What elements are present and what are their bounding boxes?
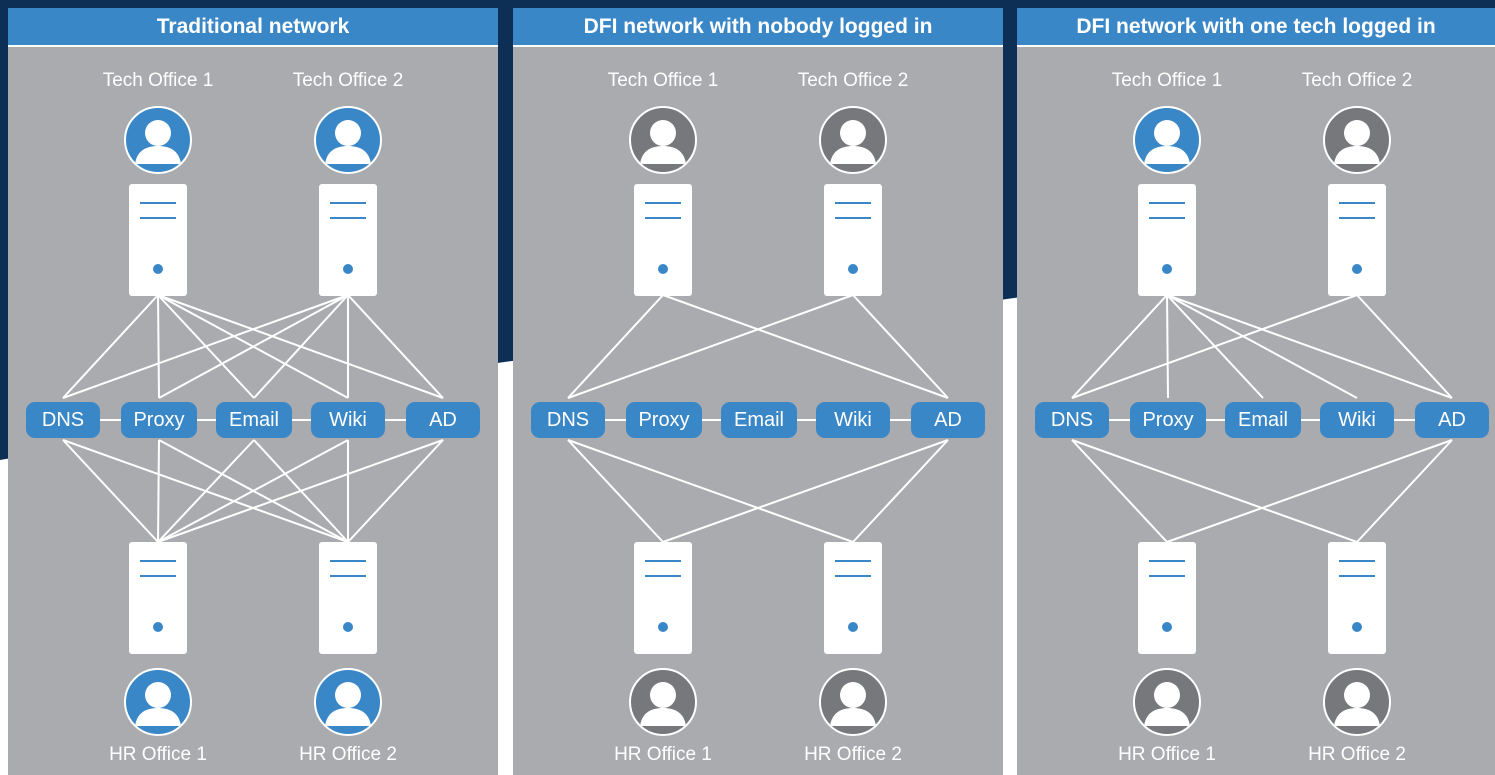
user-avatar-icon [124, 668, 192, 736]
user-avatar-icon [124, 106, 192, 174]
service-ad: AD [1415, 402, 1489, 438]
server-icon [129, 184, 187, 296]
user-avatar-icon [1323, 668, 1391, 736]
server-icon [824, 184, 882, 296]
user-avatar-icon [819, 668, 887, 736]
connection-line [567, 439, 854, 543]
user-avatar-icon [819, 106, 887, 174]
office-label-tech-1: Tech Office 1 [607, 70, 719, 91]
connection-line [1166, 294, 1169, 399]
server-icon [634, 184, 692, 296]
connection-line [1071, 439, 1358, 543]
service-wiki: Wiki [816, 402, 890, 438]
panel-dfi-one-tech-logged-in: DFI network with one tech logged in Tech… [1017, 8, 1495, 775]
connection-line [157, 439, 160, 543]
connection-line [253, 294, 349, 399]
connection-line [62, 439, 159, 543]
panel-title: DFI network with one tech logged in [1017, 8, 1495, 47]
server-icon [129, 542, 187, 654]
office-label-tech-2: Tech Office 2 [1301, 70, 1413, 91]
connection-line [1356, 439, 1453, 543]
server-icon [1138, 184, 1196, 296]
office-label-tech-1: Tech Office 1 [1111, 70, 1223, 91]
connection-line [852, 294, 949, 399]
user-avatar-icon [314, 106, 382, 174]
service-email: Email [216, 402, 292, 438]
connection-lines [48, 294, 458, 543]
panel-title: DFI network with nobody logged in [513, 8, 1003, 47]
connection-line [157, 294, 160, 399]
connection-line [567, 439, 664, 543]
user-avatar-icon [1323, 106, 1391, 174]
server-icon [319, 184, 377, 296]
connection-line [1166, 439, 1453, 543]
service-proxy: Proxy [121, 402, 197, 438]
service-ad: AD [911, 402, 985, 438]
office-label-tech-2: Tech Office 2 [797, 70, 909, 91]
office-label-hr-2: HR Office 2 [1308, 744, 1406, 765]
server-icon [824, 542, 882, 654]
connection-lines [553, 294, 963, 543]
connection-line [347, 439, 444, 543]
office-label-tech-1: Tech Office 1 [102, 70, 214, 91]
user-avatar-icon [629, 106, 697, 174]
office-label-hr-2: HR Office 2 [804, 744, 902, 765]
connection-line [62, 439, 349, 543]
service-proxy: Proxy [626, 402, 702, 438]
panel-traditional-network: Traditional network Tech Office 1 Tech O… [8, 8, 498, 775]
connection-line [662, 439, 949, 543]
panel-title: Traditional network [8, 8, 498, 47]
connection-line [62, 294, 159, 399]
office-label-hr-2: HR Office 2 [299, 744, 397, 765]
service-dns: DNS [531, 402, 605, 438]
service-ad: AD [406, 402, 480, 438]
connection-line [1166, 294, 1358, 399]
connection-line [158, 439, 349, 543]
connection-line [1071, 294, 1168, 399]
server-icon [634, 542, 692, 654]
user-avatar-icon [629, 668, 697, 736]
server-icon [319, 542, 377, 654]
connection-line [662, 294, 949, 399]
server-icon [1328, 184, 1386, 296]
connection-line [62, 294, 349, 399]
server-icon [1138, 542, 1196, 654]
connection-line [158, 294, 349, 399]
user-avatar-icon [1133, 106, 1201, 174]
service-wiki: Wiki [1320, 402, 1394, 438]
connection-line [567, 294, 854, 399]
connection-line [1071, 439, 1168, 543]
user-avatar-icon [314, 668, 382, 736]
service-dns: DNS [26, 402, 100, 438]
service-email: Email [1225, 402, 1301, 438]
office-label-hr-1: HR Office 1 [614, 744, 712, 765]
panel-dfi-nobody-logged-in: DFI network with nobody logged in Tech O… [513, 8, 1003, 775]
server-icon [1328, 542, 1386, 654]
connection-line [1356, 294, 1453, 399]
connection-lines [1057, 294, 1467, 543]
connection-line [253, 439, 349, 543]
service-email: Email [721, 402, 797, 438]
office-label-tech-2: Tech Office 2 [292, 70, 404, 91]
connection-line [1166, 294, 1453, 399]
connection-line [1071, 294, 1358, 399]
service-dns: DNS [1035, 402, 1109, 438]
office-label-hr-1: HR Office 1 [1118, 744, 1216, 765]
connection-line [852, 439, 949, 543]
user-avatar-icon [1133, 668, 1201, 736]
connection-line [347, 294, 444, 399]
connection-line [567, 294, 664, 399]
service-proxy: Proxy [1130, 402, 1206, 438]
service-wiki: Wiki [311, 402, 385, 438]
office-label-hr-1: HR Office 1 [109, 744, 207, 765]
